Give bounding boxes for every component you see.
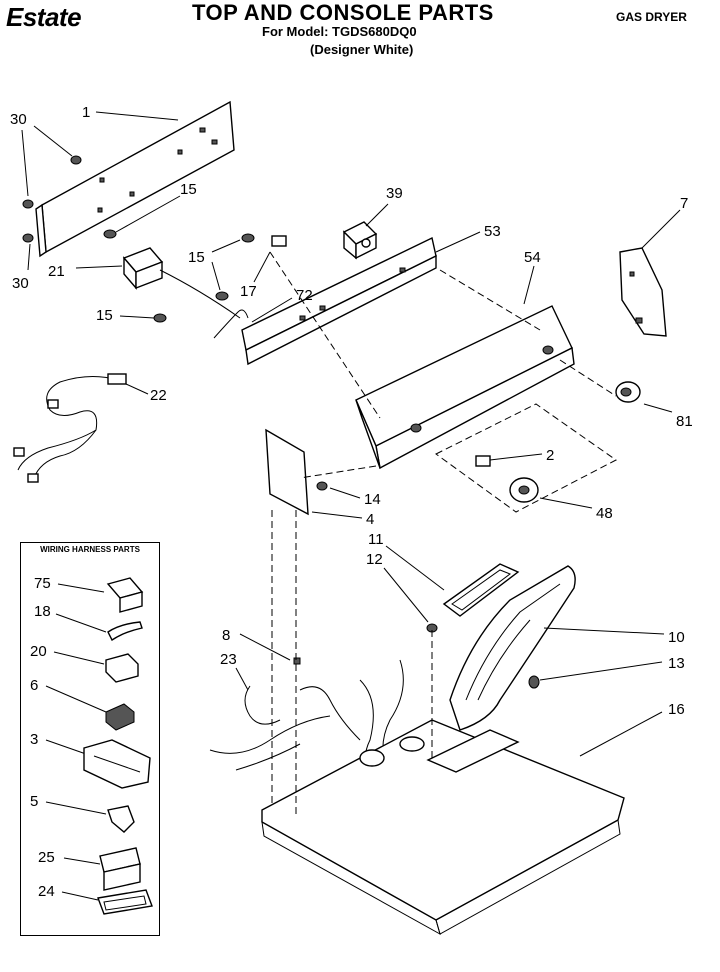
legend-parts xyxy=(83,577,153,915)
callout-22: 22 xyxy=(150,387,167,404)
callout-25: 25 xyxy=(38,849,55,866)
callout-14: 14 xyxy=(364,491,381,508)
callout-1: 1 xyxy=(82,104,90,121)
callout-8: 8 xyxy=(222,627,230,644)
part-48-knob xyxy=(509,477,539,503)
callout-24: 24 xyxy=(38,883,55,900)
callout-2: 2 xyxy=(546,447,554,464)
callout-72: 72 xyxy=(296,287,313,304)
variant-line: (Designer White) xyxy=(310,42,414,57)
callout-15-upper: 15 xyxy=(180,181,197,198)
callout-54: 54 xyxy=(524,249,541,266)
callout-30-bottom: 30 xyxy=(12,275,29,292)
callout-10: 10 xyxy=(668,629,685,646)
callout-7: 7 xyxy=(680,195,688,212)
model-line: For Model: TGDS680DQ0 xyxy=(262,24,417,39)
callout-30-top: 30 xyxy=(10,111,27,128)
callout-6: 6 xyxy=(30,677,38,694)
part-16-top-panel xyxy=(261,719,625,936)
callout-15-lower: 15 xyxy=(96,307,113,324)
part-1-rear-panel xyxy=(35,100,235,258)
part-4-bracket xyxy=(265,428,328,516)
callout-16: 16 xyxy=(668,701,685,718)
callout-15-mid: 15 xyxy=(188,249,205,266)
wiring-harness-legend: WIRING HARNESS PARTS xyxy=(20,542,160,936)
part-23-main-harness xyxy=(209,659,404,777)
callout-12: 12 xyxy=(366,551,383,568)
callout-labels: 1 30 30 15 21 15 17 72 15 22 39 53 54 7 … xyxy=(10,104,693,900)
clip-17 xyxy=(271,235,287,247)
part-11-lint-cover xyxy=(442,563,520,617)
part-10-lint-duct xyxy=(449,565,576,731)
screw-13 xyxy=(528,675,540,689)
assembly-lines xyxy=(269,251,617,816)
part-22-harness xyxy=(13,373,127,483)
part-54-console xyxy=(355,305,575,470)
screws-30 xyxy=(22,155,82,243)
part-81-knob xyxy=(615,381,641,403)
screw-15-upper xyxy=(103,229,117,239)
wire-21-harness xyxy=(159,269,241,319)
part-53-console-bracket xyxy=(241,236,437,366)
callout-3: 3 xyxy=(30,731,38,748)
callout-48: 48 xyxy=(596,505,613,522)
callout-53: 53 xyxy=(484,223,501,240)
callout-13: 13 xyxy=(668,655,685,672)
part-2-button xyxy=(475,455,491,467)
callout-81: 81 xyxy=(676,413,693,430)
callout-4: 4 xyxy=(366,511,374,528)
callout-20: 20 xyxy=(30,643,47,660)
part-21-switch xyxy=(122,247,164,290)
brand-logo: Estate xyxy=(6,2,82,32)
part-7-end-cap xyxy=(619,247,667,337)
part-8-clip xyxy=(293,657,301,665)
callout-39: 39 xyxy=(386,185,403,202)
callout-5: 5 xyxy=(30,793,38,810)
callout-23: 23 xyxy=(220,651,237,668)
screw-15-lower xyxy=(153,313,167,323)
wire-72 xyxy=(213,309,249,339)
screw-15-mid xyxy=(241,233,255,243)
callout-75: 75 xyxy=(34,575,51,592)
part-39-timer xyxy=(342,221,378,260)
callout-17: 17 xyxy=(240,283,257,300)
legend-title: WIRING HARNESS PARTS xyxy=(40,545,140,554)
leader-lines xyxy=(21,111,681,901)
callout-18: 18 xyxy=(34,603,51,620)
screw-17 xyxy=(215,291,229,301)
dryer-type: GAS DRYER xyxy=(616,10,687,24)
callout-21: 21 xyxy=(48,263,65,280)
callout-11: 11 xyxy=(368,531,384,548)
page-title: TOP AND CONSOLE PARTS xyxy=(192,0,494,25)
